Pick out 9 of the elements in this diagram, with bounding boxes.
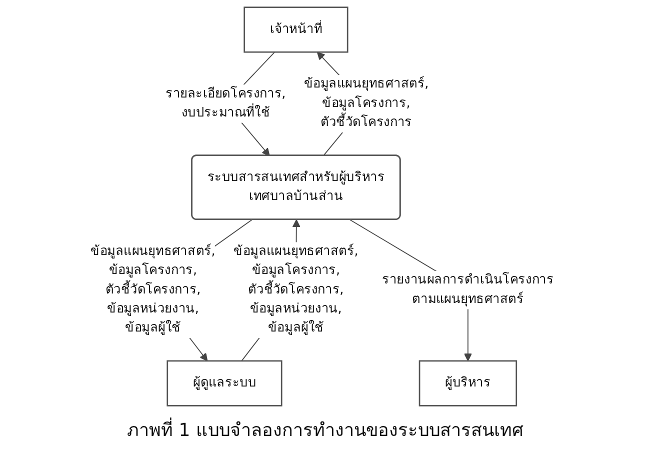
figure-caption: ภาพที่ 1 แบบจำลองการทำงานของระบบสารสนเทศ	[127, 413, 523, 450]
edge-label: ข้อมูลแผนยุทธศาสตร์, ข้อมูลโครงการ, ตัวชี้วัดโครงการ, ข้อมูลหน่วยงาน, ข้อมูลผู้ใช้	[90, 244, 216, 336]
edge-label: ข้อมูลแผนยุทธศาสตร์, ข้อมูลโครงการ, ตัวชี้วัดโครงการ	[304, 76, 429, 130]
edge-label: รายละเอียดโครงการ, งบประมาณที่ใช้	[166, 86, 286, 120]
edge-label: รายงานผลการดำเนินโครงการตามแผนยุทธศาสตร์	[382, 272, 554, 307]
node-box: ผู้บริหาร	[418, 360, 518, 406]
node-box: ผู้ดูแลระบบ	[166, 360, 282, 406]
edge-label: ข้อมูลแผนยุทธศาสตร์, ข้อมูลโครงการ, ตัวชี้วัดโครงการ, ข้อมูลหน่วยงาน, ข้อมูลผู้ใช้	[234, 244, 358, 336]
node-box: เจ้าหน้าที่	[244, 6, 348, 53]
